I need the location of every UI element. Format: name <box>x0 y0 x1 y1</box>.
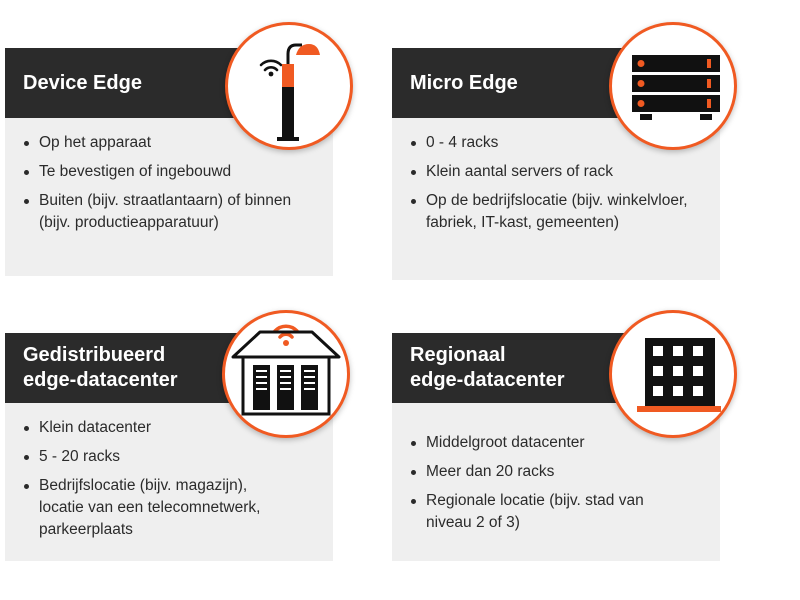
list-item: Middelgroot datacenter <box>410 432 704 454</box>
list-item: 0 - 4 racks <box>410 132 704 154</box>
list-item: Op het apparaat <box>23 132 317 154</box>
card-body: 0 - 4 racks Klein aantal servers of rack… <box>392 118 720 280</box>
list-item: Te bevestigen of ingebouwd <box>23 161 317 183</box>
card-title-line: Micro Edge <box>410 71 518 94</box>
bullet-list: Middelgroot datacenter Meer dan 20 racks… <box>410 432 704 534</box>
list-item: Op de bedrijfslocatie (bijv. winkelvloer… <box>410 190 704 234</box>
bullet-list: Klein datacenter 5 - 20 racks Bedrijfslo… <box>23 417 317 541</box>
list-item: Meer dan 20 racks <box>410 461 704 483</box>
list-item: Buiten (bijv. straatlantaarn) of binnen(… <box>23 190 317 234</box>
street-lamp-wifi-icon <box>225 22 353 150</box>
card-body: Op het apparaat Te bevestigen of ingebou… <box>5 118 333 276</box>
list-item: Klein datacenter <box>23 417 317 439</box>
office-building-icon <box>609 310 737 438</box>
list-item: 5 - 20 racks <box>23 446 317 468</box>
warehouse-datacenter-icon <box>222 310 350 438</box>
list-item: Klein aantal servers of rack <box>410 161 704 183</box>
bullet-list: Op het apparaat Te bevestigen of ingebou… <box>23 132 317 234</box>
server-rack-icon <box>609 22 737 150</box>
card-body: Middelgroot datacenter Meer dan 20 racks… <box>392 403 720 561</box>
card-title-line: Gedistribueerd <box>23 344 166 366</box>
list-item: Bedrijfslocatie (bijv. magazijn),locatie… <box>23 475 317 541</box>
card-title-line: Device Edge <box>23 71 142 94</box>
card-title-line: edge-datacenter <box>410 369 565 391</box>
card-title-line: Regionaal <box>410 344 506 366</box>
bullet-list: 0 - 4 racks Klein aantal servers of rack… <box>410 132 704 234</box>
card-title-line: edge-datacenter <box>23 369 178 391</box>
